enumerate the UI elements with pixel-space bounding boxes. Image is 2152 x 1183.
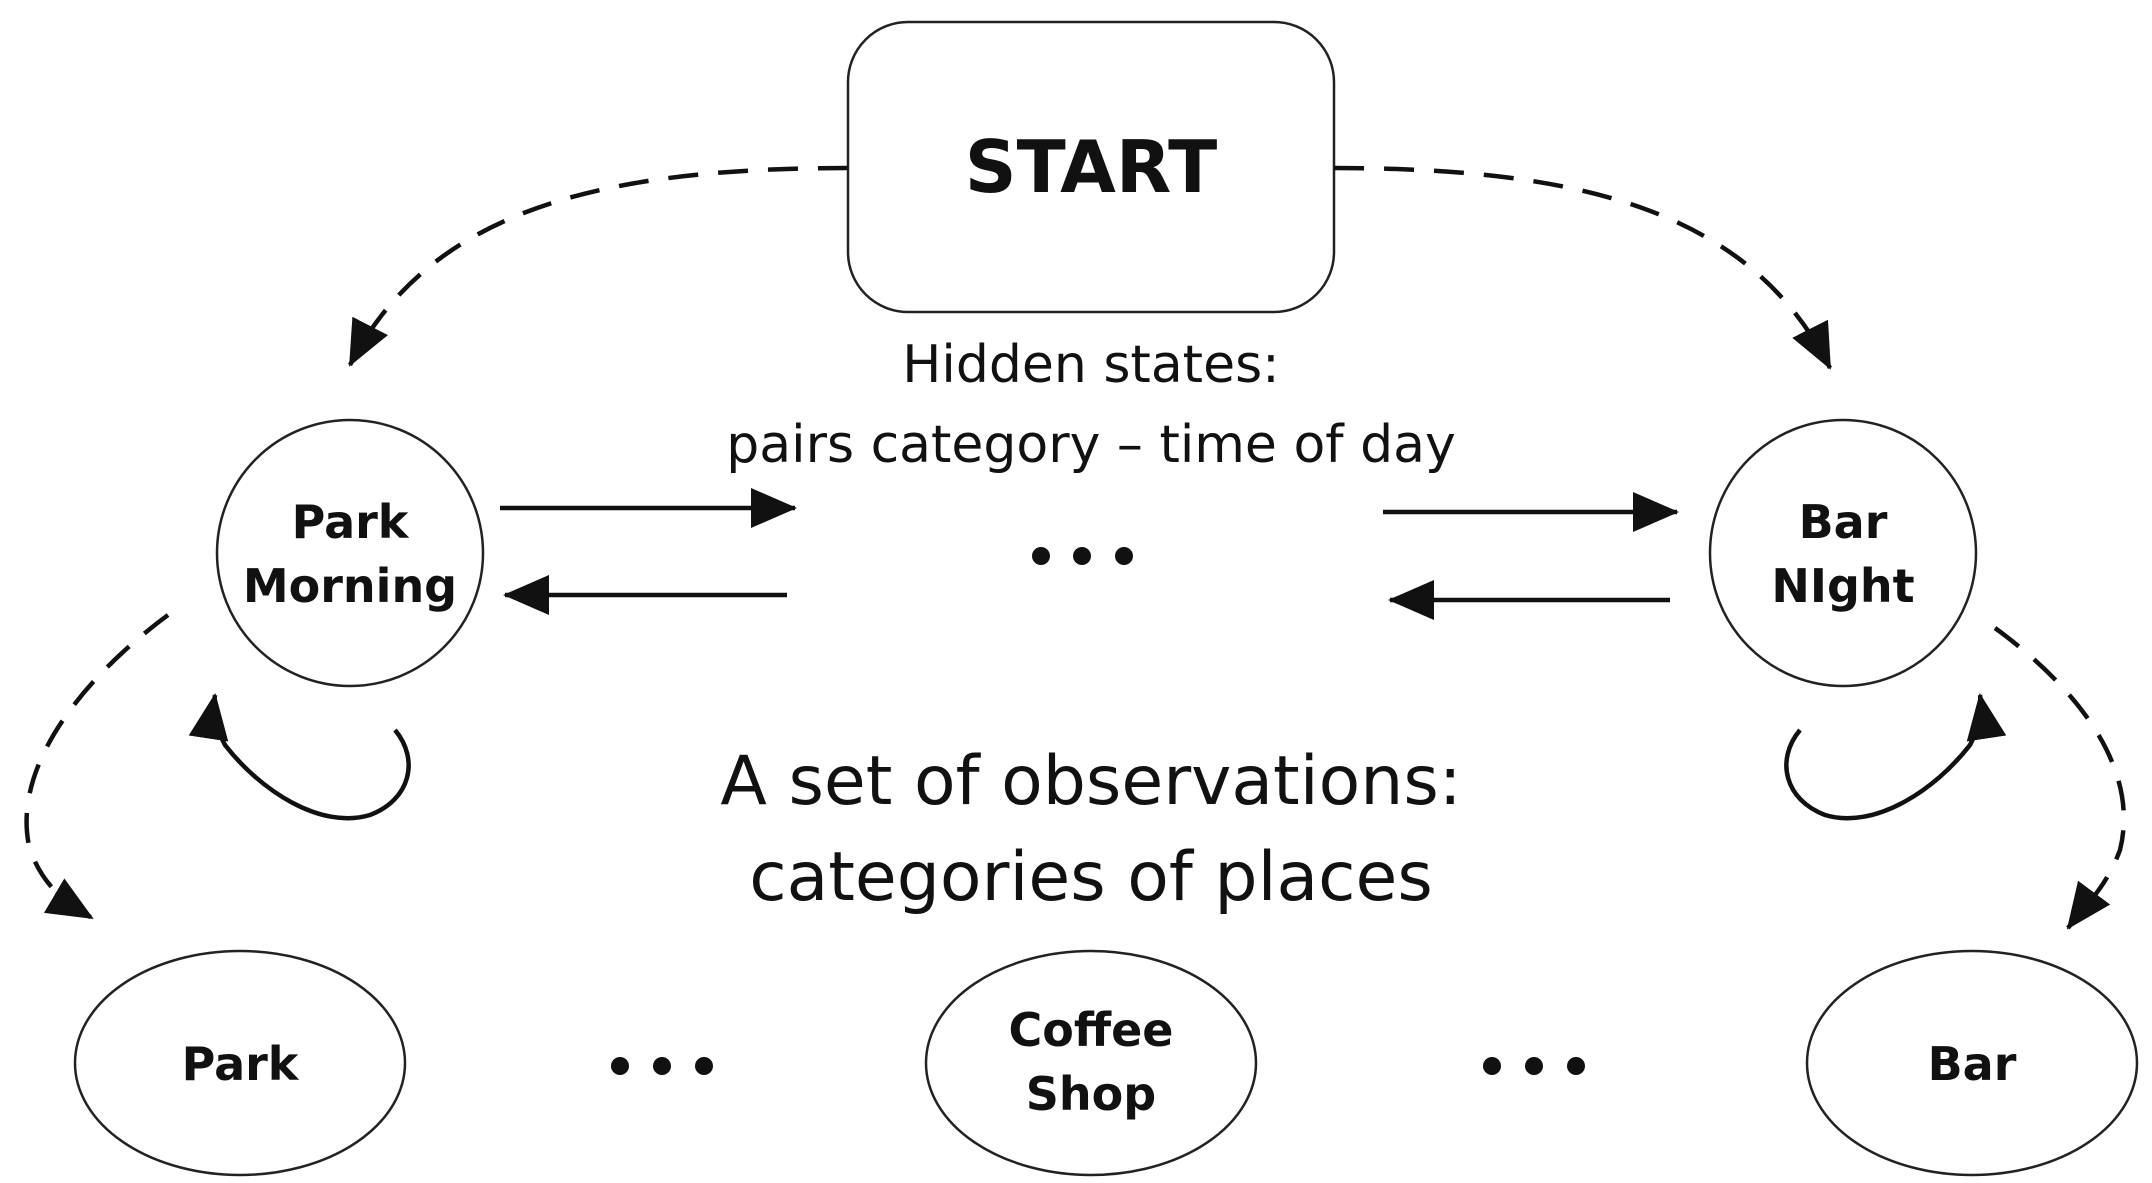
park-morning-label-line1: Park (292, 495, 410, 549)
hidden-states-caption-line1: Hidden states: (902, 335, 1279, 395)
observation-bar-label: Bar (1928, 1037, 2017, 1091)
observations-ellipsis-left (611, 1057, 713, 1075)
hidden-state-bar-night: Bar NIght (1708, 418, 1978, 688)
bar-night-label-line2: NIght (1771, 559, 1914, 613)
observation-coffee-shop: Coffee Shop (924, 949, 1258, 1177)
bar-night-emission-edge (1993, 626, 2127, 930)
start-to-bar-night-edge (1333, 165, 1833, 370)
park-morning-emission-edge (24, 613, 170, 920)
bar-night-label-line1: Bar (1799, 495, 1888, 549)
park-morning-self-loop (188, 693, 411, 821)
observations-caption: A set of observations: categories of pla… (720, 742, 1461, 917)
observation-coffee-shop-line1: Coffee (1008, 1003, 1173, 1057)
start-to-park-morning-edge (348, 165, 849, 367)
park-morning-label-line2: Morning (243, 559, 457, 613)
observations-caption-line1: A set of observations: (720, 742, 1461, 821)
hidden-states-caption: Hidden states: pairs category – time of … (726, 335, 1456, 475)
observation-park-label: Park (182, 1037, 300, 1091)
start-label: START (965, 125, 1217, 209)
hidden-states-caption-line2: pairs category – time of day (726, 415, 1456, 475)
bar-night-self-loop (1784, 693, 2007, 821)
observations-caption-line2: categories of places (749, 838, 1433, 917)
observation-bar: Bar (1805, 949, 2139, 1177)
hidden-state-park-morning: Park Morning (215, 418, 485, 688)
start-node: START (846, 20, 1336, 314)
observation-park: Park (73, 949, 407, 1177)
observations-ellipsis-right (1483, 1057, 1585, 1075)
observation-coffee-shop-line2: Shop (1026, 1067, 1156, 1121)
hidden-states-ellipsis (1032, 547, 1133, 565)
